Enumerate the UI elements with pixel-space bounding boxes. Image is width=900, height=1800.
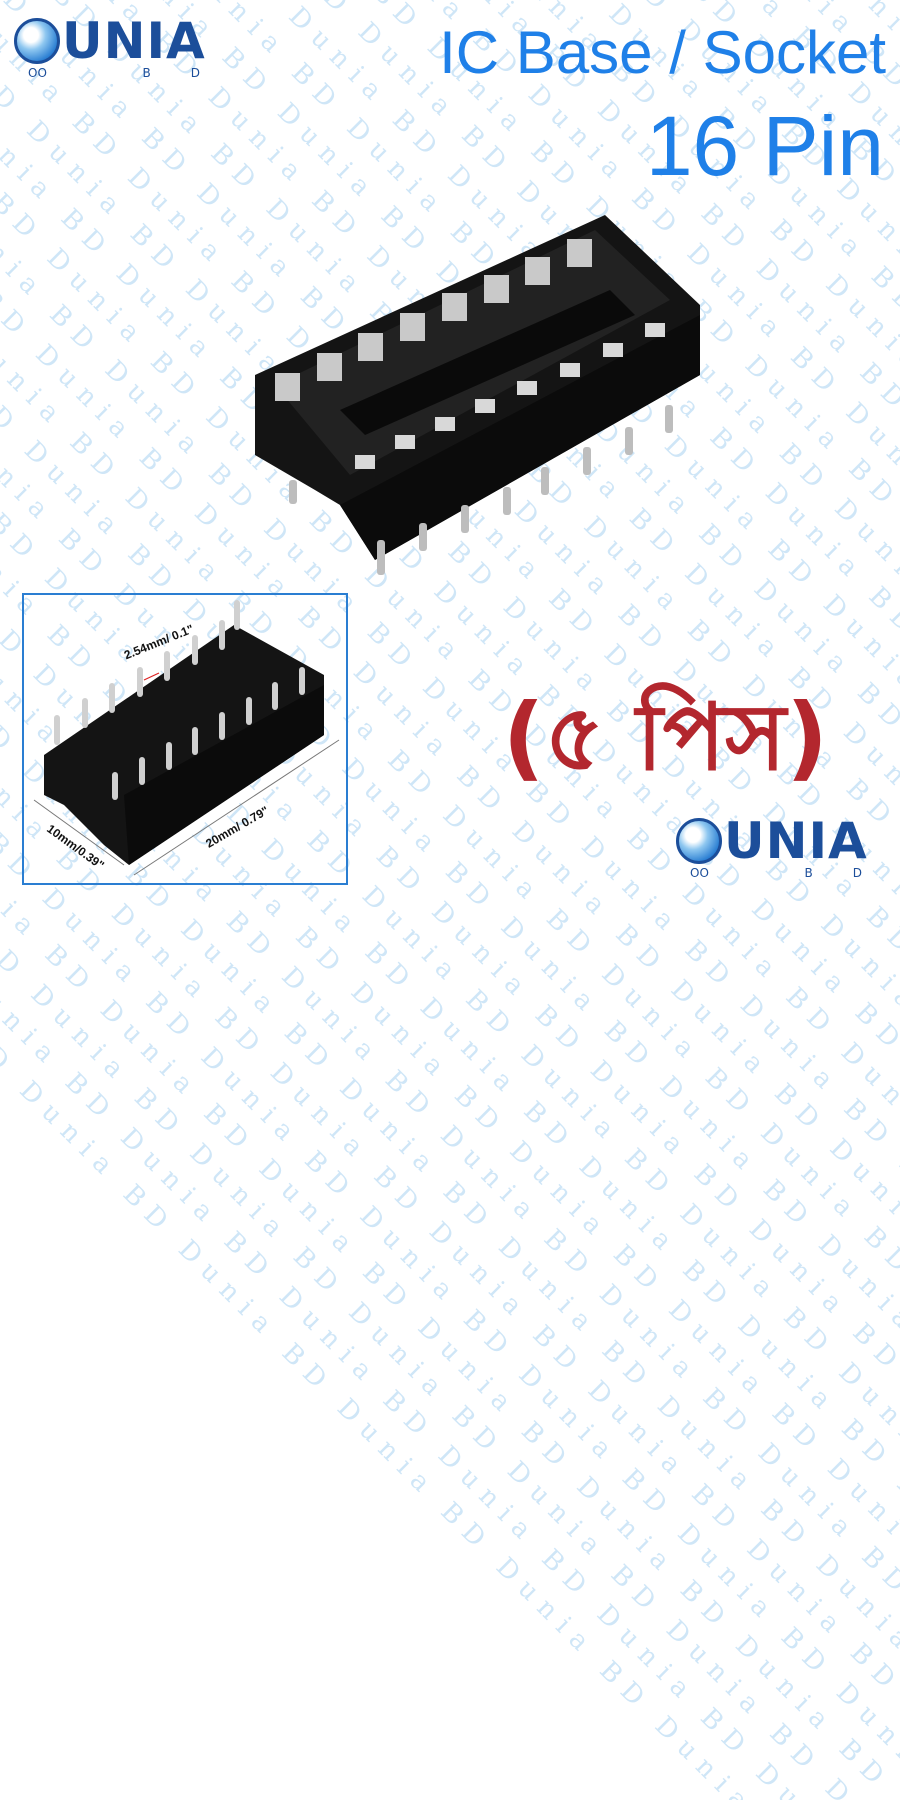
dunia-logo-top: UNIA O O B D xyxy=(14,14,220,80)
dimension-inset: 2.54mm/ 0.1" 20mm/ 0.79" 10mm/0.39" xyxy=(22,593,348,885)
pin-count: 16 Pin xyxy=(645,99,884,193)
socket-dimension-drawing xyxy=(33,600,340,876)
product-title: IC Base / Socket xyxy=(439,19,886,86)
logo-subtext: O O B D xyxy=(28,66,200,80)
quantity-label: (৫ পিস) xyxy=(502,684,828,791)
logo-word: UNIA xyxy=(724,812,868,870)
logo-word: UNIA xyxy=(62,12,206,70)
globe-cart-icon xyxy=(676,817,722,864)
globe-cart-icon xyxy=(14,17,60,64)
logo-subtext: O O B D xyxy=(690,866,862,880)
ic-socket-image xyxy=(255,215,700,575)
dunia-logo-bottom: UNIA O O B D xyxy=(676,814,882,880)
